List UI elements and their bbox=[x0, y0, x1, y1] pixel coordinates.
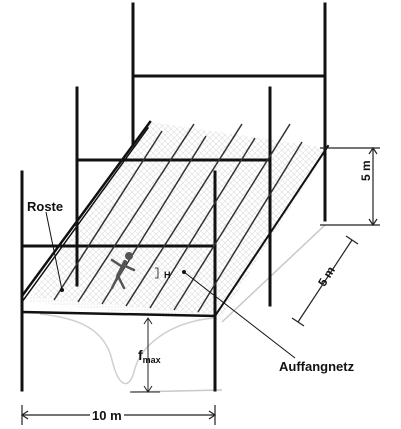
height-label: 5 m bbox=[359, 160, 373, 181]
depth-dimension bbox=[291, 235, 359, 327]
fmax-label: fmax bbox=[138, 348, 161, 365]
auffangnetz-leader-dot bbox=[182, 270, 186, 274]
span-label: 10 m bbox=[90, 408, 124, 423]
h-label: H bbox=[164, 270, 171, 280]
h-marker bbox=[155, 267, 159, 279]
roste-leader-dot bbox=[60, 288, 64, 292]
scaffold-frame bbox=[20, 2, 330, 392]
auffangnetz-leader bbox=[183, 271, 296, 359]
net-sag-curve bbox=[39, 313, 215, 385]
fmax-dimension bbox=[130, 317, 160, 393]
height-dimension bbox=[320, 146, 380, 227]
roste-label: Roste bbox=[27, 199, 64, 214]
net-surface bbox=[30, 122, 328, 316]
falling-person-icon bbox=[110, 252, 136, 290]
net-edge bbox=[221, 224, 326, 323]
fmax-sub: max bbox=[142, 355, 161, 365]
roste-leader bbox=[45, 211, 63, 291]
fmax-main: f bbox=[138, 347, 143, 363]
auffangnetz-label: Auffangnetz bbox=[279, 359, 355, 374]
